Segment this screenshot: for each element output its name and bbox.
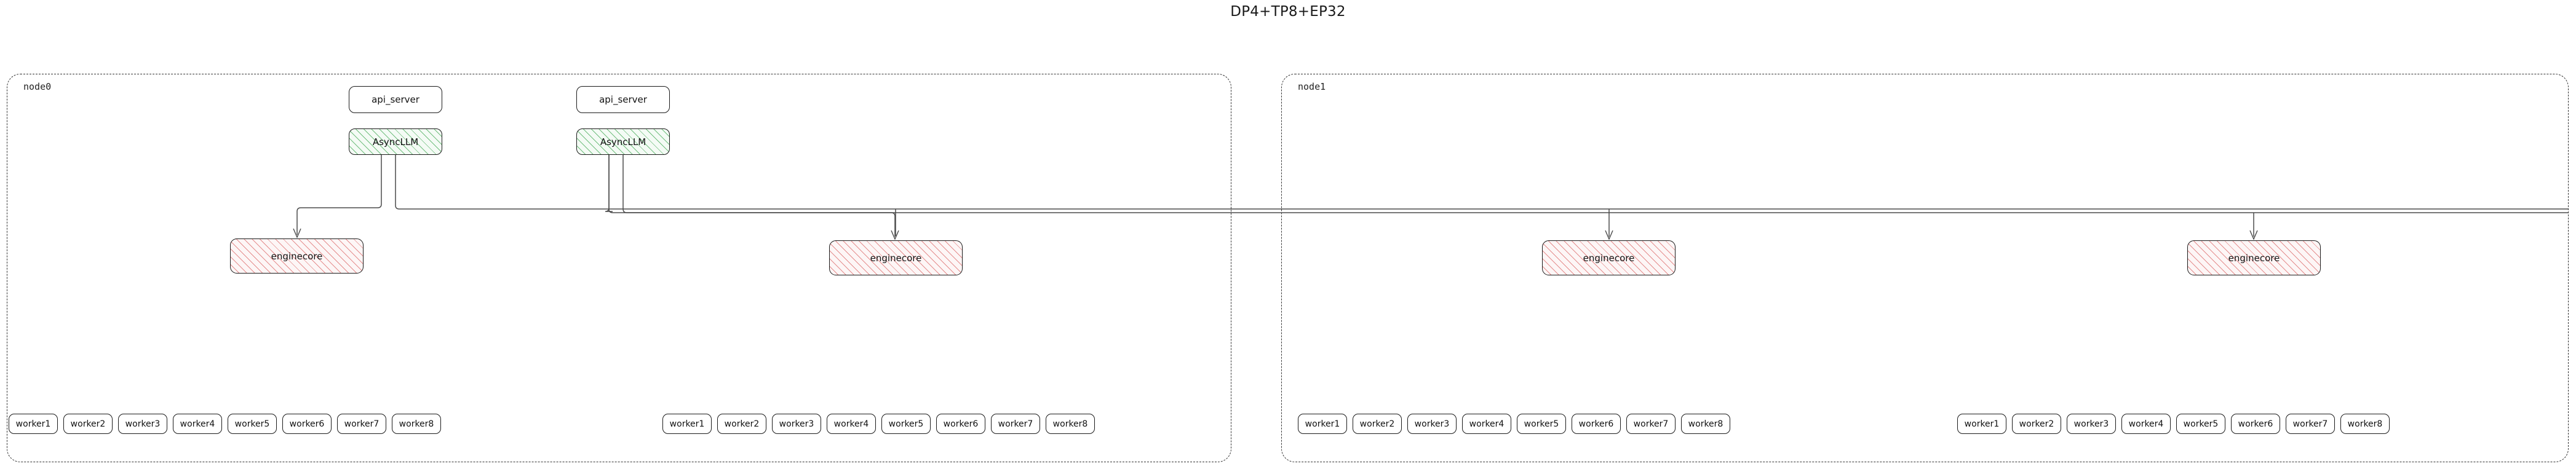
worker-box[interactable]: worker8: [2340, 414, 2390, 434]
worker-box[interactable]: worker3: [1407, 414, 1457, 434]
worker-box[interactable]: worker1: [662, 414, 712, 434]
worker-box[interactable]: worker1: [1298, 414, 1347, 434]
worker-box[interactable]: worker4: [173, 414, 222, 434]
worker-box[interactable]: worker5: [881, 414, 931, 434]
asyncllm-box[interactable]: AsyncLLM: [349, 128, 442, 155]
worker-box[interactable]: worker5: [228, 414, 277, 434]
enginecore-box[interactable]: enginecore: [230, 238, 364, 274]
cluster-node1: node1: [1281, 74, 2569, 462]
worker-box[interactable]: worker1: [9, 414, 58, 434]
worker-box[interactable]: worker2: [1353, 414, 1402, 434]
worker-box[interactable]: worker5: [1517, 414, 1566, 434]
api-server-box[interactable]: api_server: [349, 86, 442, 113]
worker-box[interactable]: worker8: [1046, 414, 1095, 434]
worker-box[interactable]: worker7: [1626, 414, 1676, 434]
worker-box[interactable]: worker6: [282, 414, 332, 434]
worker-box[interactable]: worker4: [2121, 414, 2171, 434]
worker-box[interactable]: worker8: [392, 414, 441, 434]
api-server-box[interactable]: api_server: [576, 86, 670, 113]
enginecore-box[interactable]: enginecore: [829, 240, 963, 275]
enginecore-box[interactable]: enginecore: [1542, 240, 1676, 275]
worker-box[interactable]: worker2: [2012, 414, 2061, 434]
worker-box[interactable]: worker2: [717, 414, 766, 434]
worker-box[interactable]: worker4: [1462, 414, 1511, 434]
page-title: DP4+TP8+EP32: [1230, 4, 1346, 20]
worker-box[interactable]: worker8: [1681, 414, 1730, 434]
worker-box[interactable]: worker7: [337, 414, 386, 434]
worker-box[interactable]: worker4: [827, 414, 876, 434]
worker-box[interactable]: worker3: [118, 414, 167, 434]
cluster-label-node0: node0: [23, 81, 52, 92]
cluster-label-node1: node1: [1298, 81, 1326, 92]
asyncllm-box[interactable]: AsyncLLM: [576, 128, 670, 155]
worker-box[interactable]: worker5: [2176, 414, 2225, 434]
worker-box[interactable]: worker6: [1572, 414, 1621, 434]
worker-box[interactable]: worker6: [936, 414, 985, 434]
worker-box[interactable]: worker3: [772, 414, 821, 434]
cluster-node0: node0: [7, 74, 1231, 462]
enginecore-box[interactable]: enginecore: [2187, 240, 2321, 275]
worker-box[interactable]: worker1: [1957, 414, 2006, 434]
worker-box[interactable]: worker2: [63, 414, 113, 434]
worker-box[interactable]: worker7: [991, 414, 1040, 434]
worker-box[interactable]: worker3: [2067, 414, 2116, 434]
worker-box[interactable]: worker6: [2231, 414, 2280, 434]
worker-box[interactable]: worker7: [2286, 414, 2335, 434]
